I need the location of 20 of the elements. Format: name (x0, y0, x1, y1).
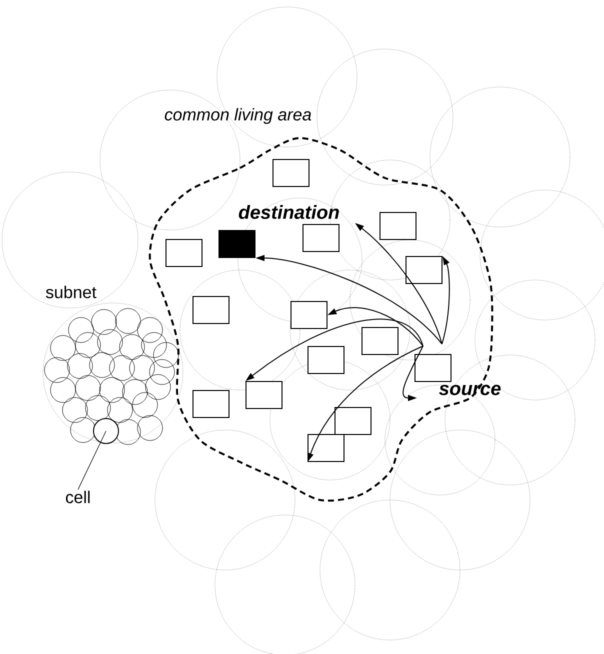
subnet-label: subnet (46, 286, 96, 298)
cell-circle (93, 418, 119, 444)
cell-box (406, 256, 442, 284)
cell-box (192, 390, 230, 418)
cell-box (308, 434, 344, 462)
cell-box (166, 239, 202, 267)
cell-box (380, 212, 416, 240)
cell-box (192, 296, 230, 324)
cell-box (334, 407, 372, 435)
cell-box (308, 346, 344, 374)
area-label: common living area (164, 108, 312, 124)
cell-box (302, 224, 340, 252)
cell-box (272, 159, 310, 187)
node-label: destination (238, 205, 339, 219)
cell-box (362, 327, 398, 355)
leader-line (78, 430, 106, 490)
cell-box (290, 301, 328, 329)
cell-label: cell (66, 490, 90, 504)
node-label: source (439, 384, 501, 396)
cell-box (246, 381, 282, 409)
